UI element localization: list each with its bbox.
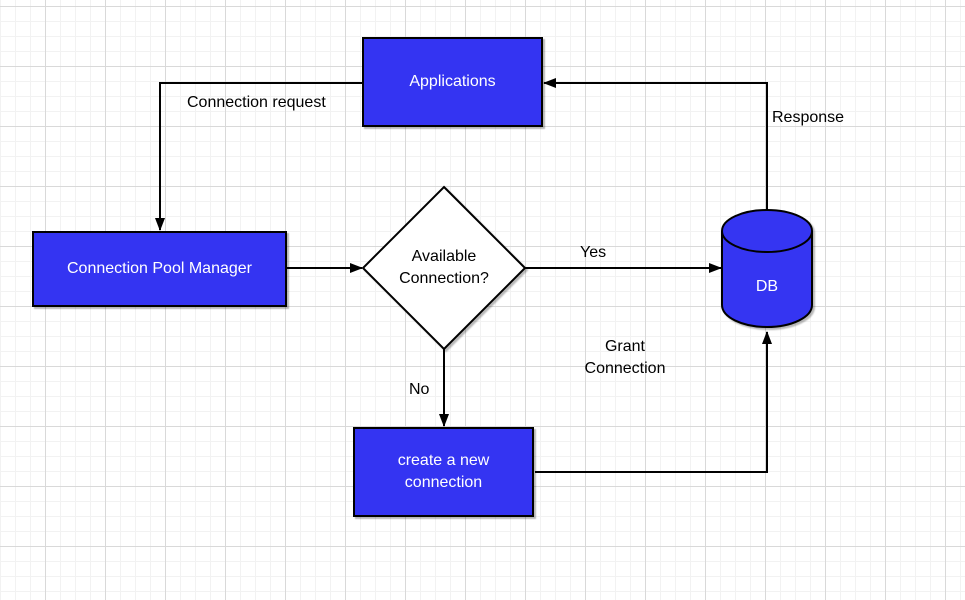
node-db-shape[interactable] xyxy=(721,209,813,328)
node-db-label: DB xyxy=(755,278,779,295)
edge-connection-request[interactable] xyxy=(155,82,362,231)
node-create-new-connection-label: create a new connection xyxy=(397,452,490,491)
node-connection-pool-manager-label: Connection Pool Manager xyxy=(66,260,252,277)
node-applications[interactable]: Applications xyxy=(362,37,543,127)
edge-label-response[interactable]: Response xyxy=(772,109,845,126)
edge-label-no[interactable]: No xyxy=(409,381,430,398)
edge-response[interactable] xyxy=(543,78,768,210)
node-create-new-connection[interactable]: create a new connection xyxy=(353,427,534,517)
edge-label-yes[interactable]: Yes xyxy=(580,244,607,261)
node-connection-pool-manager[interactable]: Connection Pool Manager xyxy=(32,231,287,307)
node-applications-label: Applications xyxy=(409,73,496,90)
edge-label-grant-connection[interactable]: Grant Connection xyxy=(584,338,666,377)
edge-grant-connection[interactable] xyxy=(535,331,772,473)
edge-label-connection-request[interactable]: Connection request xyxy=(187,94,326,111)
node-decision-shape[interactable] xyxy=(361,185,527,351)
node-decision-label: Available Connection? xyxy=(399,248,489,287)
